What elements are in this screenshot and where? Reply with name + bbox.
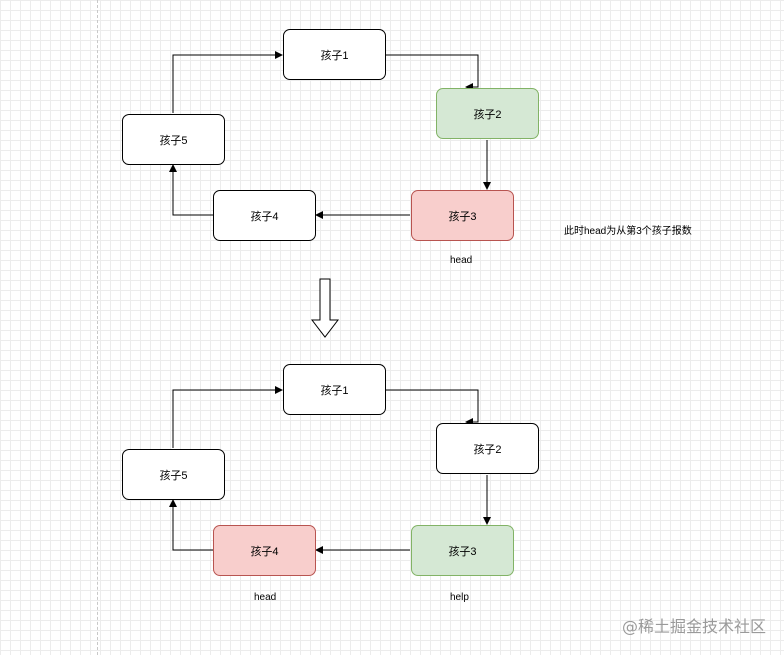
top-node-child-2: 孩子2 <box>436 88 539 139</box>
bottom-head-label: head <box>254 592 277 603</box>
transition-down-arrow <box>310 278 340 338</box>
bottom-node-child-2: 孩子2 <box>436 423 539 474</box>
edge-c4-c5-top <box>169 164 213 216</box>
edge-c1-c2-top <box>385 54 479 91</box>
watermark: @稀土掘金技术社区 <box>621 617 766 636</box>
top-node-child-3: 孩子3 <box>411 190 514 241</box>
bottom-node-child-4: 孩子4 <box>213 525 316 576</box>
top-note: 此时head为从第3个孩子报数 <box>564 226 692 237</box>
dashed-guide-line <box>97 0 98 655</box>
top-node-child-1: 孩子1 <box>283 29 386 80</box>
bottom-help-label: help <box>450 592 469 603</box>
top-node-child-4: 孩子4 <box>213 190 316 241</box>
edge-c5-c1-bottom <box>172 386 283 448</box>
bottom-node-child-5: 孩子5 <box>122 449 225 500</box>
top-node-child-5: 孩子5 <box>122 114 225 165</box>
edge-c4-c5-bottom <box>169 499 213 551</box>
top-head-label: head <box>450 255 473 266</box>
edge-c5-c1-top <box>172 51 283 113</box>
bottom-node-child-1: 孩子1 <box>283 364 386 415</box>
bottom-node-child-3: 孩子3 <box>411 525 514 576</box>
edge-c1-c2-bottom <box>385 389 479 426</box>
